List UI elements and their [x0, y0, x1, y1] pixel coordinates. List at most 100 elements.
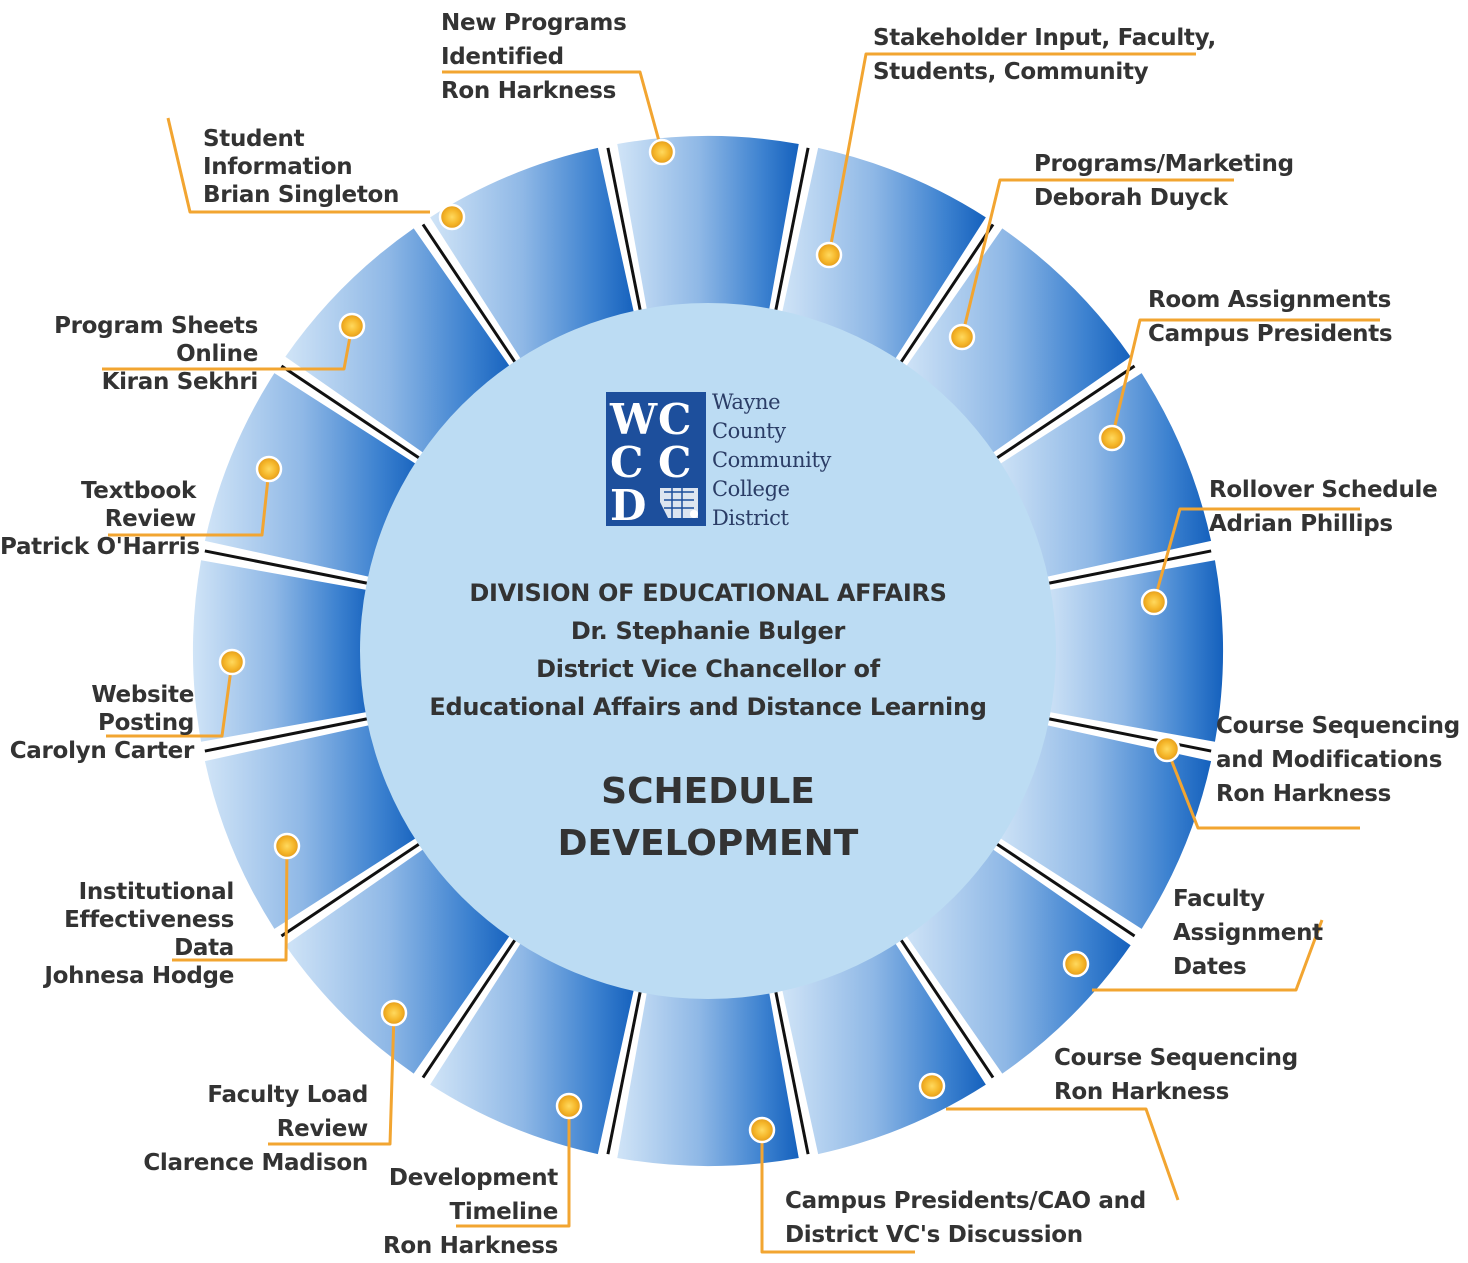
svg-text:W: W [609, 395, 658, 444]
title-line: DEVELOPMENT [557, 823, 859, 864]
connector-line [1092, 919, 1324, 992]
segment-dot [255, 455, 283, 483]
center-circle [360, 303, 1056, 999]
division-title: DIVISION OF EDUCATIONAL AFFAIRS [469, 579, 947, 607]
label-line: Online [176, 341, 258, 367]
label-line: Students, Community [873, 59, 1149, 85]
wheel-segment [430, 937, 636, 1155]
step-label-institutional-effectiveness: Institutional Effectiveness Data Johnesa… [20, 878, 234, 990]
segment-dot [1062, 950, 1090, 978]
label-line: Ron Harkness [441, 78, 617, 104]
logo-name-line: Community [712, 448, 832, 472]
wheel-segment [1042, 560, 1224, 742]
wheel-segment [430, 147, 636, 365]
label-line: Dates [1173, 954, 1247, 980]
label-line: Review [276, 1116, 369, 1142]
segment-separator [204, 549, 369, 585]
division-heading: DIVISION OF EDUCATIONAL AFFAIRS Dr. Step… [400, 574, 1016, 726]
svg-text:C: C [658, 438, 691, 487]
connector-line [760, 1130, 915, 1254]
step-label-program-sheets-online: Program Sheets Online Kiran Sekhri [20, 312, 258, 396]
label-line: Ron Harkness [1216, 781, 1392, 807]
logo-wordmark: Wayne County Community College District [712, 388, 831, 533]
segment-dot [748, 1116, 776, 1144]
label-line: Ron Harkness [1054, 1079, 1230, 1105]
label-line: New Programs [441, 10, 627, 36]
logo-name-line: Wayne [712, 390, 781, 414]
label-line: Stakeholder Input, Faculty, [873, 25, 1216, 51]
segment-separator [606, 990, 642, 1155]
segment-separator [994, 364, 1136, 461]
wheel-segment [994, 373, 1212, 579]
division-role: District Vice Chancellor of [536, 655, 880, 683]
segment-dot [815, 241, 843, 269]
segment-dot [1098, 424, 1126, 452]
connector-line [442, 70, 664, 153]
segment-dot [1153, 735, 1181, 763]
connector-lines [102, 52, 1380, 1254]
wheel-segment [193, 560, 374, 742]
label-line: Identified [441, 44, 564, 70]
label-line: Textbook [80, 478, 196, 504]
label-line: Review [104, 506, 197, 532]
label-line: Student [203, 126, 305, 152]
wheel-segment [994, 723, 1212, 929]
segment-dot [1140, 588, 1168, 616]
segment-separator [774, 990, 810, 1155]
segment-dot [380, 999, 408, 1027]
label-line: Room Assignments [1148, 287, 1392, 313]
wcccd-logo-mark: W C C C D [606, 392, 706, 526]
label-line: Patrick O'Harris [0, 534, 200, 560]
diagram-title: SCHEDULE DEVELOPMENT [400, 766, 1016, 870]
connector-line [108, 468, 271, 537]
label-line: Effectiveness [64, 907, 234, 933]
segment-separator [774, 147, 810, 312]
label-line: Brian Singleton [203, 182, 400, 208]
label-line: Program Sheets [54, 313, 258, 339]
wheel-segment [780, 937, 986, 1155]
segment-separator [898, 223, 995, 365]
step-label-faculty-assignment-dates: Faculty Assignment Dates [1173, 882, 1323, 984]
connector-line [456, 1106, 571, 1228]
segment-dot [338, 312, 366, 340]
label-line: Course Sequencing [1054, 1045, 1298, 1071]
wheel-segment [902, 845, 1131, 1074]
svg-text:D: D [610, 481, 646, 526]
label-line: Deborah Duyck [1034, 185, 1228, 211]
step-label-room-assignments: Room Assignments Campus Presidents [1148, 283, 1393, 351]
wheel-segment [204, 723, 422, 929]
wheel-segment [902, 228, 1131, 457]
segment-dots [218, 138, 1181, 1144]
step-label-campus-presidents-discussion: Campus Presidents/CAO and District VC's … [785, 1184, 1146, 1252]
segment-separator [1047, 549, 1212, 585]
step-label-stakeholder-input: Stakeholder Input, Faculty, Students, Co… [873, 21, 1216, 89]
division-name: Dr. Stephanie Bulger [570, 617, 846, 645]
label-line: Course Sequencing [1216, 713, 1460, 739]
segment-separator [1047, 717, 1212, 753]
segment-dot [948, 323, 976, 351]
step-label-course-sequencing-modifications: Course Sequencing and Modifications Ron … [1216, 709, 1460, 811]
step-label-rollover-schedule: Rollover Schedule Adrian Phillips [1209, 473, 1438, 541]
connector-line [1165, 748, 1360, 830]
label-line: Campus Presidents/CAO and [785, 1188, 1146, 1214]
connector-line [946, 1107, 1180, 1201]
label-line: Institutional [78, 879, 235, 905]
step-label-programs-marketing: Programs/Marketing Deborah Duyck [1034, 147, 1294, 215]
segment-dot [648, 138, 676, 166]
label-line: Posting [98, 710, 194, 736]
connector-line [102, 325, 354, 371]
segment-dot [273, 832, 301, 860]
step-label-website-posting: Website Posting Carolyn Carter [0, 681, 195, 765]
label-line: Data [174, 935, 234, 961]
segment-separator [421, 937, 518, 1079]
svg-text:C: C [658, 395, 691, 444]
title-line: SCHEDULE [601, 771, 815, 812]
connector-line [172, 845, 289, 962]
segment-separator [606, 147, 642, 312]
wheel-segment [617, 136, 799, 317]
segment-separator [280, 364, 422, 461]
label-line: Timeline [449, 1199, 559, 1225]
wheel-segment [285, 228, 514, 457]
label-line: Johnesa Hodge [44, 963, 234, 989]
